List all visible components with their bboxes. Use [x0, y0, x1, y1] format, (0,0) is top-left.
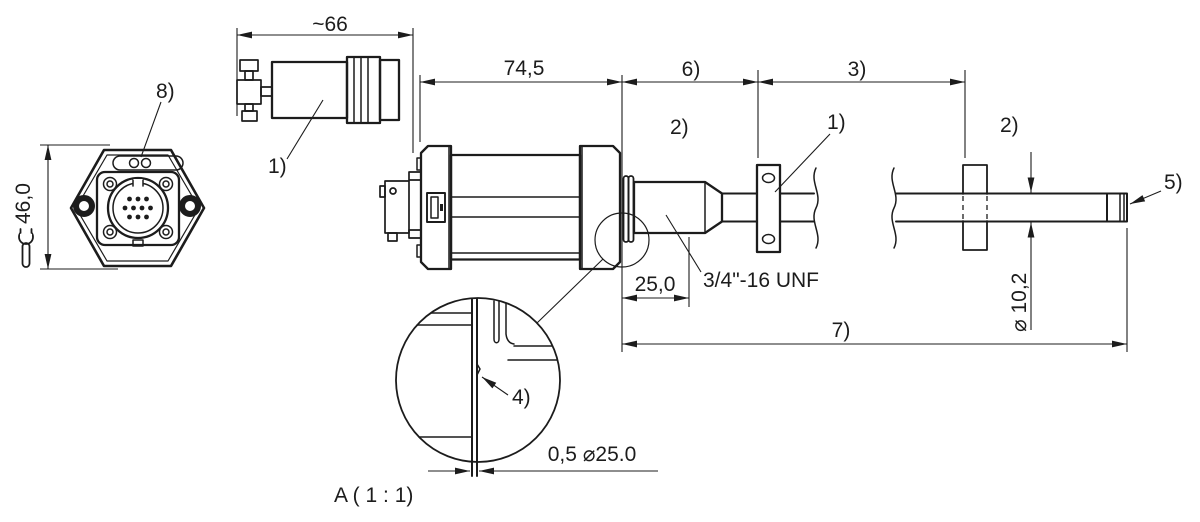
dim-rod-diameter: ⌀ 10,2 — [1008, 152, 1035, 332]
rod — [721, 192, 1108, 223]
mounting-hole-right — [179, 195, 201, 217]
led-indicator-2 — [140, 157, 152, 169]
callout-zone-right-text: 2) — [1000, 114, 1019, 137]
rod-end-cap — [1106, 192, 1128, 223]
detail-housing-edges — [416, 312, 473, 438]
callout-8-leader — [140, 101, 162, 158]
hex-flange-outline — [69, 148, 206, 268]
dim-null-zone: 6) — [622, 58, 759, 158]
housing-key-top — [416, 157, 422, 171]
callout-groove-leader — [481, 376, 509, 396]
thread-section — [632, 180, 724, 235]
dim-total-length: 7) — [622, 228, 1128, 352]
callout-rod-end-text: 5) — [1164, 171, 1183, 194]
led-slot — [112, 155, 184, 171]
connector-keyway-edges — [132, 179, 144, 187]
callout-magnet-text: 1) — [827, 111, 846, 134]
rod-end-cap-rings — [1119, 192, 1125, 223]
dim-plug-length-text: ~66 — [312, 13, 348, 36]
rod-break-line-2 — [891, 167, 897, 249]
callout-groove-text: 4) — [512, 386, 531, 409]
dim-housing-length: 74,5 — [419, 57, 623, 352]
led-indicator-1 — [128, 157, 140, 169]
dim-housing-length-text: 74,5 — [504, 57, 545, 80]
callout-plug-1-text: 1) — [268, 155, 287, 178]
callout-rod-end-leader — [1129, 190, 1162, 205]
callout-magnet-leader — [774, 133, 831, 193]
front-view: 46,0 8) — [12, 80, 206, 270]
plug-knurl-lines — [353, 56, 369, 124]
housing-side-connector-inner — [430, 196, 439, 219]
detail-groove-profile — [476, 300, 558, 376]
detail-scale-text: A ( 1 : 1) — [334, 484, 413, 507]
connector-keyway — [133, 179, 143, 187]
thread-spec-text: 3/4"-16 UNF — [703, 269, 819, 292]
housing-profile-ribs — [450, 196, 581, 254]
callout-zone-left-text: 2) — [670, 116, 689, 139]
dim-plug-length: ~66 — [236, 13, 414, 153]
width-across-flats-icon — [18, 226, 34, 268]
connector-socket-inner — [112, 182, 164, 234]
dim-groove-text: 0,5 ⌀25.0 — [548, 443, 637, 466]
callout-8-text: 8) — [156, 80, 175, 103]
dim-thread-length: 25,0 — [622, 237, 690, 307]
dim-measuring-length-text: 3) — [848, 58, 867, 81]
housing-side-connector-pin — [440, 204, 443, 211]
side-view: 74,5 6) 3) 2) 2) 1) 5) 3/4"-16 UNF 25,0 — [379, 57, 1183, 352]
connector-tab — [132, 239, 144, 247]
flange-washer-2 — [627, 175, 635, 243]
housing-side-connector — [426, 192, 446, 223]
dim-groove: 0,5 ⌀25.0 — [428, 443, 658, 475]
plug-end-cap — [378, 58, 401, 122]
position-magnet — [755, 163, 782, 254]
mounting-hole-left — [73, 195, 95, 217]
detail-reference-circle — [594, 212, 650, 268]
plate-screws — [102, 176, 174, 240]
dim-measuring-length: 3) — [758, 58, 966, 158]
flange-face-lines — [471, 298, 478, 477]
dim-total-length-text: 7) — [832, 319, 851, 342]
housing-left-cap — [419, 144, 453, 271]
detail-view-a: 4) 0,5 ⌀25.0 A ( 1 : 1) — [334, 297, 658, 507]
plug-knurl — [345, 55, 382, 125]
rod-break-line-1 — [813, 167, 819, 249]
housing-profile — [449, 153, 582, 261]
dim-across-flats-text: 46,0 — [12, 183, 35, 224]
cable-connector-view: ~66 1) — [236, 13, 414, 178]
plug-clamp — [236, 59, 273, 122]
connector-plate — [95, 170, 181, 247]
dim-null-zone-text: 6) — [682, 58, 701, 81]
detail-reference-leader — [536, 258, 604, 324]
dim-across-flats: 46,0 — [12, 144, 118, 270]
housing-right-cap — [578, 144, 622, 271]
dim-thread-length-text: 25,0 — [635, 273, 676, 296]
magnet-hole-top — [761, 172, 776, 184]
connector-socket-outer — [106, 176, 170, 240]
housing-key-bottom — [416, 244, 422, 258]
connector-pins — [122, 196, 153, 220]
magnet-hole-bottom — [761, 233, 776, 245]
rear-socket — [379, 171, 422, 242]
zone-marker — [962, 164, 988, 251]
thread-spec-leader — [665, 214, 702, 273]
dim-rod-diameter-text: ⌀ 10,2 — [1008, 273, 1031, 332]
callout-plug-1-leader — [286, 99, 324, 160]
plug-body — [270, 60, 349, 120]
